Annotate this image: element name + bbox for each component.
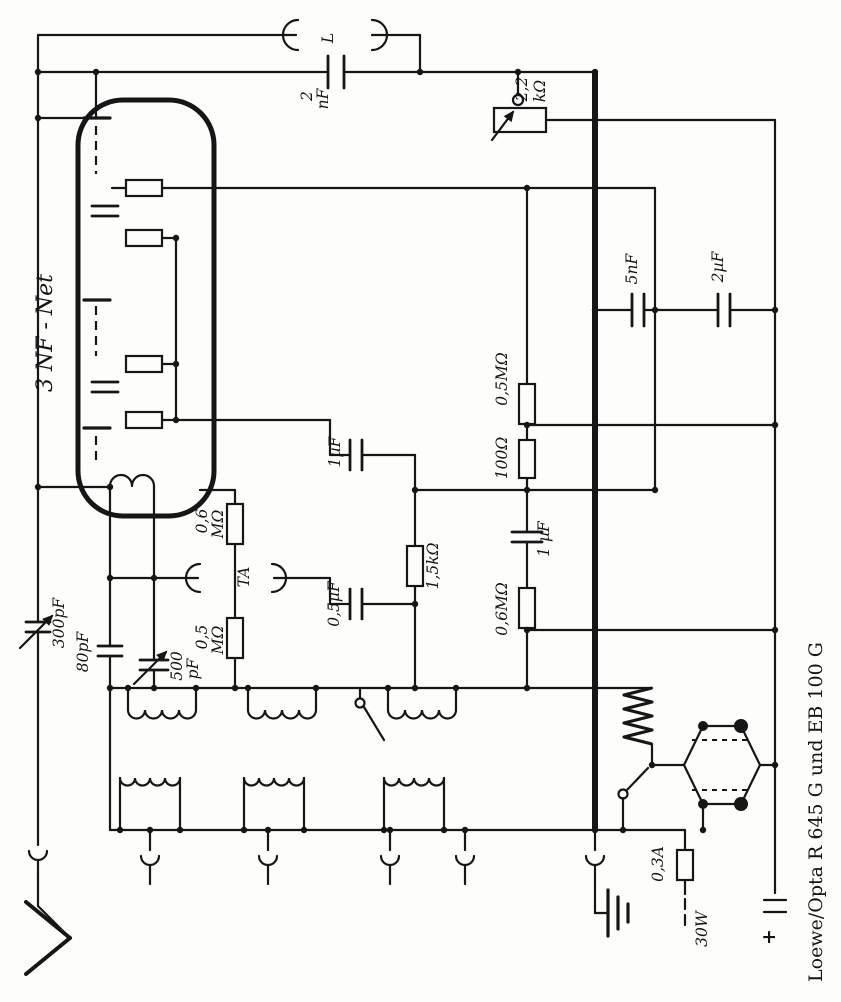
ta-jack bbox=[184, 562, 288, 594]
resistor-1-5k bbox=[405, 544, 425, 588]
label-2uf: 2µF bbox=[709, 250, 727, 283]
resistor-0-5m-anode bbox=[517, 382, 537, 426]
label-0-5m-anode: 0,5MΩ bbox=[493, 352, 511, 406]
labels: L 2 nF 2,2 kΩ 3 NF - Net 5nF 2µF 0,5MΩ 1… bbox=[33, 33, 827, 982]
internal-resistor bbox=[124, 228, 164, 248]
coil-t3-secondary bbox=[382, 776, 446, 832]
label-500pf-unit: pF bbox=[184, 657, 202, 679]
label-0-6m-unit: MΩ bbox=[209, 509, 227, 539]
capacitor-5nf bbox=[630, 292, 646, 328]
pot-arrow bbox=[490, 110, 515, 142]
label-tube-3nf: 3 NF - Net bbox=[33, 274, 58, 392]
label-0-5m-value: 0,5 bbox=[193, 625, 211, 650]
mains-switch bbox=[617, 766, 650, 800]
coil-t3-primary bbox=[386, 686, 458, 720]
tube-3nf bbox=[36, 70, 217, 519]
capacitor-300pf-variable bbox=[18, 614, 54, 650]
capacitor-1uf-cathode bbox=[510, 530, 544, 544]
internal-resistor bbox=[124, 354, 164, 374]
capacitor-2nf bbox=[326, 54, 346, 90]
coil-t2-secondary bbox=[242, 776, 306, 832]
label-0-6m-bias: 0,6MΩ bbox=[493, 582, 511, 636]
capacitor-0-5uf bbox=[348, 587, 364, 621]
ground-symbol bbox=[593, 882, 630, 938]
ballast-resistor bbox=[622, 686, 654, 746]
resistor-0-6m-bias bbox=[517, 586, 537, 630]
capacitor-2uf bbox=[716, 292, 732, 328]
resistor-100 bbox=[517, 438, 537, 480]
label-500pf-value: 500 bbox=[168, 651, 186, 681]
resistor-0-5m-grid2 bbox=[225, 616, 245, 660]
label-plus: + bbox=[758, 929, 780, 945]
resistor-0-6m-grid bbox=[225, 502, 245, 546]
label-5nf: 5nF bbox=[623, 252, 641, 284]
label-0-5m-unit: MΩ bbox=[209, 625, 227, 655]
label-300pf: 300pF bbox=[50, 597, 68, 649]
coil-t1-primary bbox=[126, 686, 198, 720]
band-switch bbox=[354, 686, 386, 742]
antenna-symbol bbox=[24, 876, 72, 976]
fuse-0-3a bbox=[675, 848, 695, 882]
label-pot-value: 2,2 bbox=[513, 77, 531, 103]
heater-filament bbox=[108, 473, 156, 488]
socket-terminals bbox=[27, 849, 606, 886]
tube-envelope bbox=[75, 97, 217, 519]
caption-model: Loewe/Opta R 645 G und EB 100 G bbox=[805, 642, 827, 982]
label-100ohm: 100Ω bbox=[493, 437, 511, 480]
label-2nf-unit: nF bbox=[314, 87, 332, 109]
capacitor-80pf bbox=[96, 644, 124, 658]
label-coil-l: L bbox=[319, 33, 337, 44]
label-1uf-coupling: 1µF bbox=[326, 435, 344, 467]
capacitor-1uf-coupling bbox=[348, 438, 364, 472]
label-1uf-cathode: 1 µF bbox=[535, 520, 553, 557]
label-0-6m-value: 0,6 bbox=[193, 509, 211, 534]
capacitor-500pf-variable bbox=[132, 650, 170, 686]
coil-t1-secondary bbox=[118, 776, 182, 832]
label-pot-unit: kΩ bbox=[531, 80, 549, 102]
internal-resistor bbox=[124, 410, 164, 430]
internal-resistor bbox=[124, 178, 164, 198]
label-1-5k: 1,5kΩ bbox=[424, 542, 442, 589]
label-30w: 30W bbox=[693, 910, 711, 947]
label-0-5uf: 0,5µF bbox=[325, 580, 343, 627]
label-fuse: 0,3A bbox=[649, 846, 667, 882]
label-80pf: 80pF bbox=[74, 631, 92, 673]
label-ta: TA bbox=[235, 567, 253, 588]
coil-t2-primary bbox=[246, 686, 318, 720]
label-2nf-value: 2 bbox=[298, 91, 316, 102]
components bbox=[18, 18, 762, 976]
wire-network bbox=[36, 33, 788, 927]
coil-socket-l bbox=[281, 18, 389, 52]
potentiometer-2k2 bbox=[490, 93, 548, 142]
rectifier-eb100 bbox=[682, 719, 762, 811]
junction-dots bbox=[34, 68, 779, 834]
